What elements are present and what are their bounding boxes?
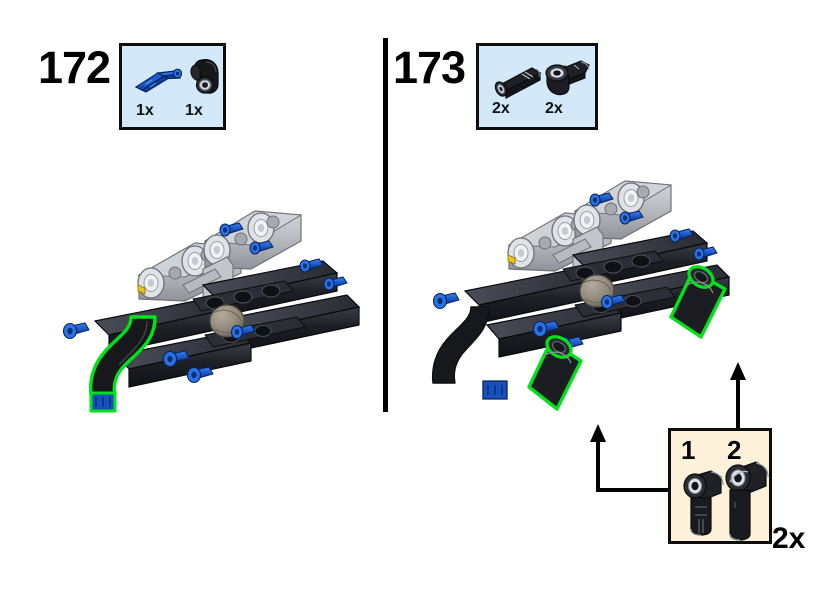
highlighted-elbow-part-172	[88, 315, 157, 413]
step-number-172: 172	[38, 42, 111, 93]
step-number-173: 173	[393, 42, 466, 93]
step-divider-line	[383, 38, 388, 412]
bin-qty-black-cylinder-beam: 2x	[492, 100, 510, 117]
highlighted-leg-rear-right-173	[669, 265, 727, 339]
existing-elbow-part-173	[431, 306, 508, 400]
bin-item-black-ring-connector	[541, 55, 593, 99]
bin-qty-black-elbow-connector: 1x	[185, 102, 203, 119]
bin-item-black-cylinder-beam	[488, 60, 544, 100]
parts-bin-172: 1x 1x	[119, 43, 226, 130]
model-173-assembly	[425, 165, 755, 415]
bin-item-black-elbow-connector	[178, 54, 226, 102]
model-172-blue-pins	[62, 222, 348, 384]
bin-item-blue-axle-pin	[130, 60, 188, 100]
callout-part-2-angled-leg	[718, 458, 770, 542]
blue-axle-pin-icon	[134, 68, 183, 93]
callout-index-2: 2	[727, 435, 742, 465]
callout-box: 1 2	[668, 428, 772, 544]
callout-arrow-left	[590, 424, 668, 492]
bin-qty-black-ring-connector: 2x	[545, 100, 563, 117]
callout-multiplier-label: 2x	[772, 522, 806, 555]
callout-part-1-elbow-connector	[677, 467, 727, 539]
highlighted-leg-front-173	[527, 335, 583, 411]
bin-qty-blue-axle-pin: 1x	[136, 102, 154, 119]
callout-index-1: 1	[681, 435, 696, 465]
black-cylinder-beam-icon	[494, 67, 542, 99]
parts-bin-173: 2x 2x	[476, 43, 598, 130]
black-ring-connector-icon	[545, 60, 590, 96]
model-172-assembly	[55, 195, 375, 413]
yellow-accent	[137, 284, 146, 295]
black-elbow-connector-icon	[190, 59, 219, 94]
